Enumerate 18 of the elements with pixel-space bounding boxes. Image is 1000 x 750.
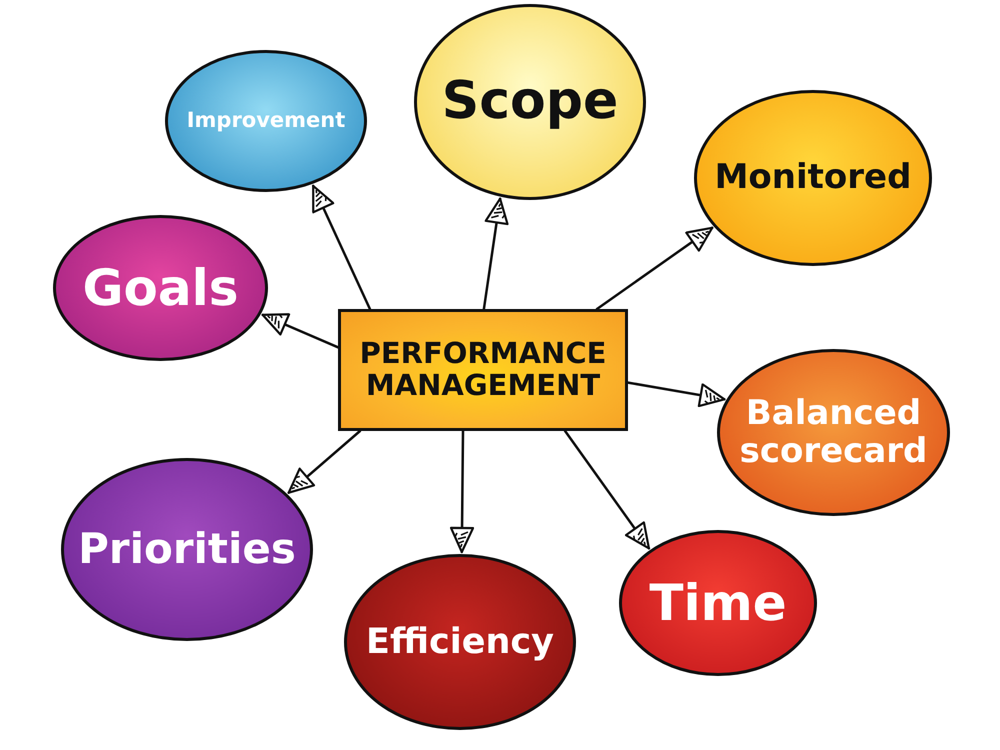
arrow [564,430,650,550]
arrow [626,381,726,408]
topic-label: Goals [82,260,239,316]
arrow [312,184,372,310]
central-topic-box [338,309,628,431]
arrow [482,197,509,310]
arrow [596,226,714,310]
topic-label: Improvement [186,109,346,133]
topic-label: Efficiency [366,622,554,662]
topic-label: Priorities [78,526,296,573]
topic-label: Monitored [714,159,912,197]
topic-label: Scope [442,73,618,131]
arrow [261,313,340,349]
arrow [450,430,474,554]
topic-label: Time [649,576,787,630]
arrow [287,430,362,494]
topic-label: PERFORMANCE MANAGEMENT [358,338,608,402]
topic-label: Balanced scorecard [738,395,928,470]
